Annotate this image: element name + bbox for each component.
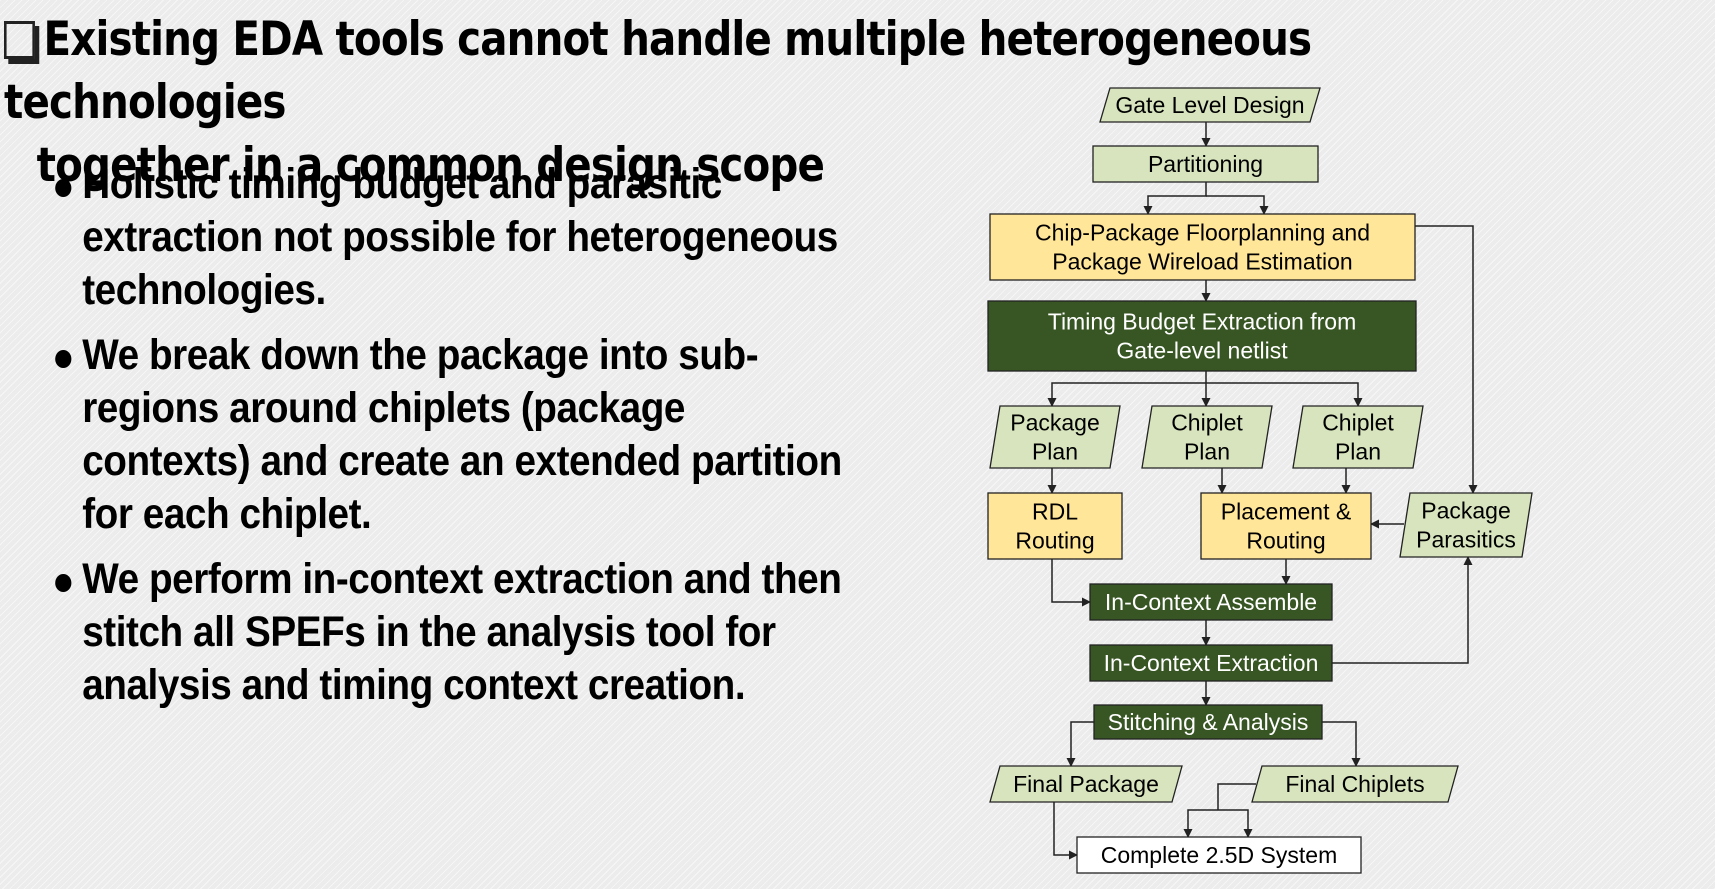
flow-connector bbox=[1217, 783, 1256, 810]
flow-node-label: In-Context Assemble bbox=[1105, 589, 1317, 615]
flow-node-rdl-routing: RDL Routing bbox=[987, 492, 1123, 560]
flow-node-partitioning: Partitioning bbox=[1092, 145, 1319, 183]
flow-node-shape bbox=[987, 300, 1417, 372]
flow-node-shape bbox=[1092, 145, 1319, 183]
flow-node-label: Package bbox=[1010, 410, 1100, 436]
flow-node-placement-routing: Placement & Routing bbox=[1200, 492, 1372, 560]
flow-node-label: Routing bbox=[1246, 528, 1325, 554]
flow-node-label: Package bbox=[1421, 498, 1511, 524]
flow-node-label: Gate Level Design bbox=[1115, 92, 1304, 118]
flow-node-complete-system: Complete 2.5D System bbox=[1076, 836, 1362, 874]
flow-node-shape bbox=[1292, 405, 1424, 469]
flow-connector bbox=[1143, 182, 1207, 215]
flow-node-label: Final Package bbox=[1013, 771, 1159, 797]
flow-node-label: Routing bbox=[1015, 528, 1094, 554]
flow-connectors bbox=[1047, 122, 1478, 860]
headline-line-1-text: Existing EDA tools cannot handle multipl… bbox=[4, 12, 1312, 130]
bullet-list: Holistic timing budget and parasitic ext… bbox=[48, 158, 858, 724]
bullet-text: Holistic timing budget and parasitic ext… bbox=[82, 160, 838, 314]
flow-node-label: Chip-Package Floorplanning and bbox=[1035, 220, 1370, 246]
flow-node-final-chiplets: Final Chiplets bbox=[1251, 765, 1459, 803]
flow-node-label: Partitioning bbox=[1148, 151, 1263, 177]
flow-node-label: Plan bbox=[1335, 439, 1381, 465]
checkbox-bullet-icon bbox=[4, 21, 35, 59]
flow-node-shape bbox=[989, 765, 1183, 803]
flow-connector bbox=[1415, 225, 1478, 494]
bullet-dot-icon bbox=[55, 350, 72, 368]
flow-connector bbox=[1051, 559, 1091, 607]
flow-connector bbox=[1053, 802, 1078, 860]
flow-node-final-package: Final Package bbox=[989, 765, 1183, 803]
bullet-text: We perform in-context extraction and the… bbox=[82, 555, 842, 709]
flow-node-shape bbox=[1200, 492, 1372, 560]
bullet-item: Holistic timing budget and parasitic ext… bbox=[48, 158, 858, 317]
flow-node-label: Final Chiplets bbox=[1285, 771, 1424, 797]
bullet-item: We perform in-context extraction and the… bbox=[48, 553, 858, 712]
flow-node-label: Chiplet bbox=[1322, 410, 1394, 436]
headline-line-2: together in a common design scope bbox=[36, 138, 825, 193]
flow-node-label: In-Context Extraction bbox=[1104, 650, 1319, 676]
flow-node-in-context-extraction: In-Context Extraction bbox=[1089, 644, 1333, 682]
flow-node-label: Placement & bbox=[1221, 499, 1351, 525]
bullet-dot-icon bbox=[55, 574, 72, 592]
flow-node-in-context-assemble: In-Context Assemble bbox=[1089, 583, 1333, 621]
bullet-dot-icon bbox=[55, 179, 72, 197]
flow-node-label: Gate-level netlist bbox=[1116, 338, 1288, 364]
flow-node-label: Chiplet bbox=[1171, 410, 1243, 436]
flow-node-shape bbox=[989, 405, 1121, 469]
bullet-text: We break down the package into sub-regio… bbox=[82, 331, 842, 538]
flow-node-shape bbox=[1399, 492, 1533, 558]
flow-node-shape bbox=[1251, 765, 1459, 803]
flow-node-shape bbox=[1089, 583, 1333, 621]
flow-connector bbox=[1183, 809, 1218, 838]
flow-node-label: Complete 2.5D System bbox=[1101, 842, 1337, 868]
flow-node-label: Stitching & Analysis bbox=[1108, 709, 1309, 735]
flow-connector bbox=[1218, 809, 1253, 838]
slide-headline: Existing EDA tools cannot handle multipl… bbox=[4, 8, 1475, 197]
flow-connector bbox=[1047, 382, 1206, 407]
flow-node-label: Parasitics bbox=[1416, 527, 1516, 553]
flow-node-shape bbox=[1141, 405, 1273, 469]
flow-connector bbox=[1066, 721, 1094, 767]
flow-node-label: RDL bbox=[1032, 499, 1078, 525]
flow-node-shape bbox=[989, 213, 1416, 281]
flow-node-shape bbox=[1099, 87, 1321, 123]
flow-node-shape bbox=[987, 492, 1123, 560]
flow-connector bbox=[1332, 556, 1473, 664]
flow-node-label: Plan bbox=[1184, 439, 1230, 465]
flow-node-shape bbox=[1076, 836, 1362, 874]
headline-line-1: Existing EDA tools cannot handle multipl… bbox=[4, 8, 1475, 134]
flow-node-timing-budget: Timing Budget Extraction fromGate-level … bbox=[987, 300, 1417, 372]
flow-node-shape bbox=[1093, 704, 1323, 740]
flow-connector bbox=[1206, 382, 1363, 407]
flow-node-gate-level-design: Gate Level Design bbox=[1099, 87, 1321, 123]
flow-node-label: Timing Budget Extraction from bbox=[1048, 309, 1357, 335]
bullet-item: We break down the package into sub-regio… bbox=[48, 329, 858, 541]
flow-node-label: Plan bbox=[1032, 439, 1078, 465]
flow-node-shape bbox=[1089, 644, 1333, 682]
flow-node-label: Package Wireload Estimation bbox=[1052, 249, 1352, 275]
flow-connector bbox=[1322, 721, 1361, 767]
flow-nodes: Gate Level DesignPartitioningChip-Packag… bbox=[987, 87, 1533, 874]
flow-connector bbox=[1206, 195, 1269, 215]
flow-node-stitching-analysis: Stitching & Analysis bbox=[1093, 704, 1323, 740]
